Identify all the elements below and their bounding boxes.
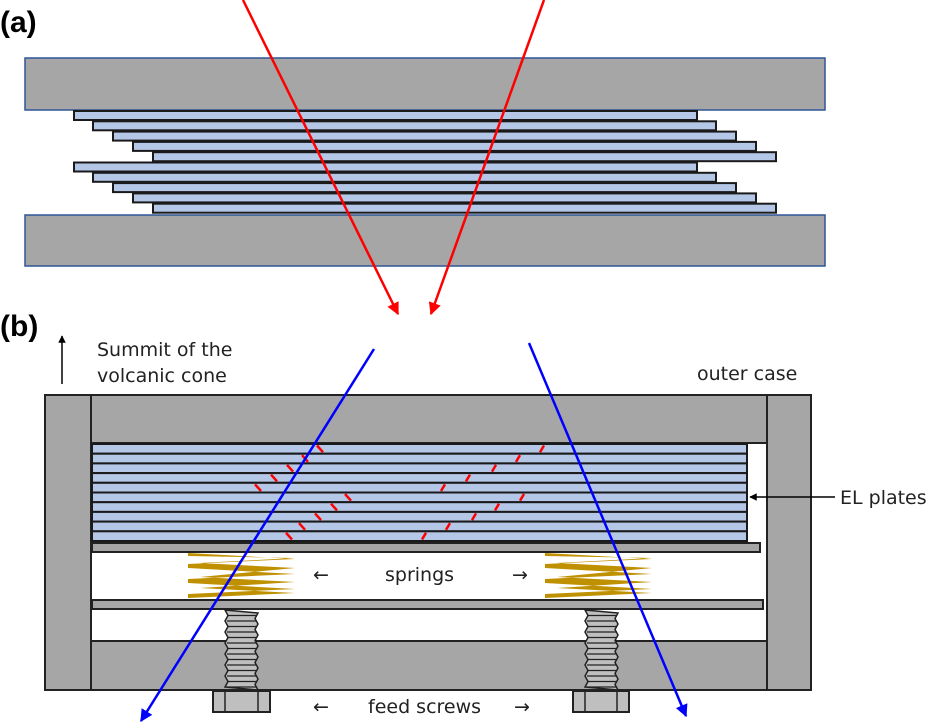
panel-a-el-plate — [92, 120, 717, 132]
el-plate — [91, 472, 748, 484]
track-segment-right — [439, 483, 447, 492]
el-plate — [91, 452, 748, 465]
track-segment-left — [314, 512, 322, 521]
track-segment-left — [316, 444, 324, 454]
panel-a-el-plate — [73, 110, 698, 121]
outgoing-ray-right — [527, 342, 688, 718]
feed-screws-left-arrow: ← — [313, 696, 329, 718]
outer-case-top — [90, 394, 768, 444]
spring-left — [188, 553, 295, 598]
feed-screws-right-arrow: → — [514, 696, 530, 718]
panel-a-label: (a) — [0, 6, 37, 39]
panel-a-el-plate — [132, 192, 757, 204]
incoming-ray-right — [428, 0, 546, 316]
panel-a-el-plate — [152, 151, 777, 163]
el-plate — [91, 520, 748, 533]
outer-case-label: outer case — [697, 363, 797, 385]
feed-screw-right — [583, 609, 620, 691]
feed-screw-left — [223, 609, 260, 691]
track-segment-right — [490, 464, 498, 473]
track-segment-right — [464, 473, 472, 482]
track-segment-right — [538, 444, 546, 453]
el-plate — [91, 491, 748, 504]
el-plate — [91, 462, 748, 475]
summit-label-line2: volcanic cone — [97, 365, 227, 387]
panel-a-el-plate — [112, 182, 737, 194]
track-segment-right — [514, 454, 522, 463]
springs-label: springs — [385, 564, 454, 586]
track-segment-left — [286, 464, 294, 473]
outer-case-left-wall — [44, 394, 92, 691]
track-segment-right — [444, 522, 452, 531]
el-plate — [91, 510, 748, 523]
incoming-ray-left — [241, 0, 400, 316]
screw-thread-body — [583, 609, 620, 691]
track-segment-right — [470, 512, 478, 521]
bolt-head-right — [572, 690, 630, 713]
panel-a-el-plate — [92, 171, 717, 183]
springs-left-arrow: ← — [313, 564, 329, 586]
summit-label-line1: Summit of the — [97, 339, 232, 361]
lower-pressure-plate — [91, 599, 764, 610]
track-segment-right — [420, 532, 428, 541]
track-segment-left — [298, 522, 306, 531]
panel-a-el-plate — [132, 140, 757, 152]
track-segment-left — [270, 473, 278, 483]
outer-case-bottom — [90, 640, 768, 691]
el-plate — [91, 501, 748, 513]
track-segment-left — [254, 483, 262, 492]
panel-a-top-block — [24, 57, 826, 111]
panel-a-el-plate — [112, 130, 737, 142]
particle-tracks — [254, 444, 546, 541]
track-segment-left — [285, 531, 293, 541]
springs-right-arrow: → — [512, 564, 528, 586]
el-plate — [91, 481, 748, 494]
track-segment-left — [330, 502, 338, 512]
panel-a-el-plate — [73, 161, 698, 173]
el-plate — [91, 443, 748, 455]
panel-a-el-plate — [152, 202, 777, 214]
track-segment-right — [518, 493, 526, 502]
el-plate-stack — [91, 443, 748, 542]
outgoing-ray-left — [139, 348, 376, 723]
track-segment-left — [344, 493, 352, 502]
bolt-head-left — [212, 690, 271, 713]
upper-pressure-plate — [91, 542, 761, 553]
track-segment-right — [493, 503, 501, 512]
panel-a-plates — [73, 110, 777, 214]
screw-thread-body — [223, 609, 260, 691]
feed-screws-label: feed screws — [368, 696, 481, 718]
panel-a-bottom-block — [24, 214, 826, 267]
el-plate — [91, 530, 748, 542]
panel-b-label: (b) — [0, 310, 38, 343]
spring-right — [545, 553, 652, 598]
el-plates-label: EL plates — [840, 487, 927, 509]
outer-case-right-wall — [766, 394, 812, 691]
